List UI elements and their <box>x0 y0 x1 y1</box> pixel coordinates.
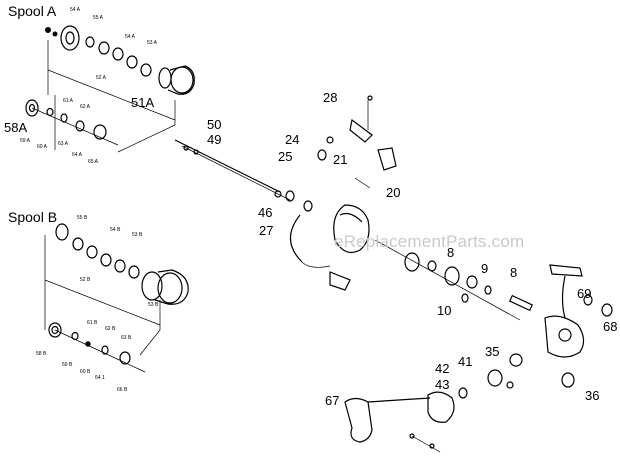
watermark: eReplacementParts.com <box>334 232 525 251</box>
part-label-51a: 51A <box>131 95 155 110</box>
part-label-68: 68 <box>603 319 618 334</box>
part-label-35: 35 <box>485 344 500 359</box>
part-label-54b: 54 B <box>110 227 121 233</box>
part-label-61b: 61 B <box>87 320 98 326</box>
part-label-64a: 64 A <box>72 152 83 158</box>
part-label-28: 28 <box>323 90 338 105</box>
spool-a-assembly <box>25 25 195 153</box>
main-shaft <box>174 139 313 212</box>
part-label-61a: 61 A <box>63 98 74 104</box>
part-label-65a: 65 A <box>88 159 99 165</box>
part-label-52b: 52 B <box>80 277 91 283</box>
part-label-21: 21 <box>333 152 348 167</box>
part-label-59b: 59 B <box>62 362 73 368</box>
gear-train <box>374 239 534 321</box>
reel-body <box>544 264 613 358</box>
part-label-8-lower: 8 <box>510 265 518 280</box>
part-label-58b: 58 B <box>36 351 47 357</box>
rotor-and-bail <box>289 95 397 291</box>
part-label-53a: 53 A <box>147 40 158 46</box>
part-label-62b: 62 B <box>105 326 116 332</box>
part-label-41: 41 <box>458 354 473 369</box>
part-label-53b-2: 53 B <box>148 302 159 308</box>
part-label-58a: 58A <box>4 120 28 135</box>
spool-a-heading: Spool A <box>8 3 57 19</box>
part-label-59a: 59 A <box>20 138 31 144</box>
part-label-9: 9 <box>481 261 489 276</box>
part-label-64b: 64 1 <box>95 375 105 381</box>
part-label-27: 27 <box>259 223 274 238</box>
part-label-10: 10 <box>437 303 452 318</box>
part-label-55b: 55 B <box>77 215 88 221</box>
part-label-63a: 63 A <box>58 141 69 147</box>
part-label-8-upper: 8 <box>447 245 455 260</box>
part-label-46: 46 <box>258 205 273 220</box>
spool-b-heading: Spool B <box>8 209 58 225</box>
part-label-20: 20 <box>386 185 401 200</box>
part-label-67: 67 <box>325 393 340 408</box>
part-label-60a: 60 A <box>37 144 48 150</box>
part-label-49: 49 <box>207 132 222 147</box>
part-label-66b: 66 B <box>117 387 128 393</box>
part-label-54a-2: 54 A <box>125 34 136 40</box>
part-label-25: 25 <box>278 149 293 164</box>
part-label-24: 24 <box>285 132 300 147</box>
handle-assembly <box>344 353 575 453</box>
spool-b-assembly <box>44 223 189 373</box>
part-label-60b: 60 B <box>80 369 91 375</box>
part-label-54a: 54 A <box>70 7 81 13</box>
part-label-50: 50 <box>207 117 222 132</box>
part-label-52a: 52 A <box>96 75 107 81</box>
part-label-42: 42 <box>435 361 450 376</box>
part-label-63b: 63 B <box>121 335 132 341</box>
part-label-53b: 53 B <box>132 232 143 238</box>
part-label-69: 69 <box>577 286 592 301</box>
part-label-62a: 62 A <box>80 104 91 110</box>
part-label-43: 43 <box>435 377 450 392</box>
part-label-36: 36 <box>585 388 600 403</box>
part-label-55a: 55 A <box>93 15 104 21</box>
